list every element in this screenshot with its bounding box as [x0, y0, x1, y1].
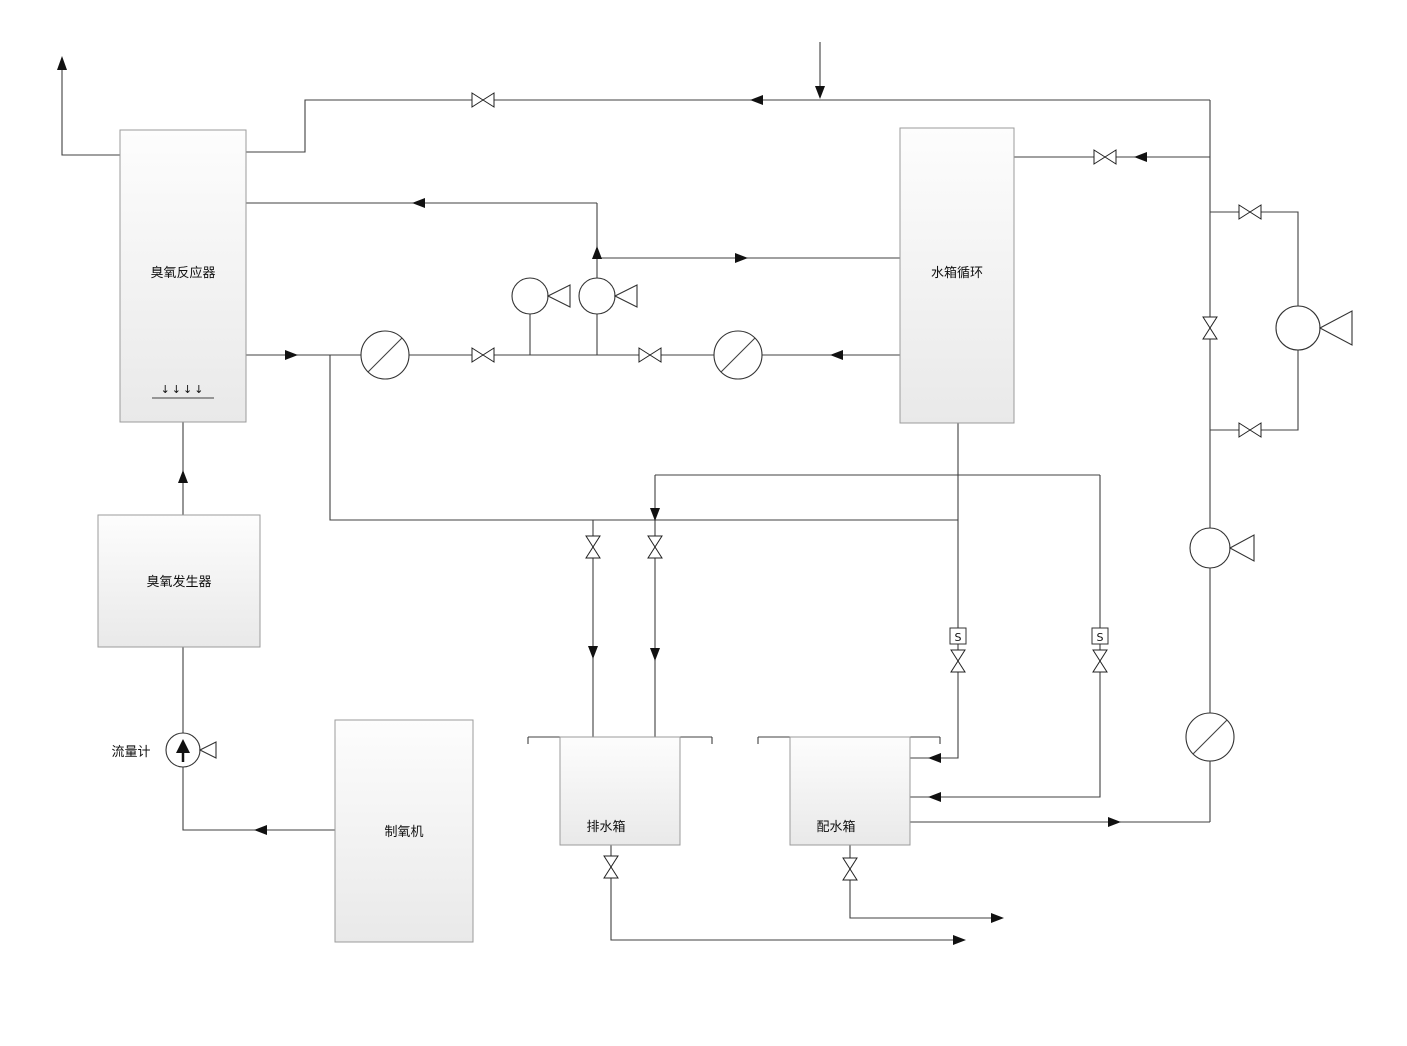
- drain-tank-label: 排水箱: [586, 819, 625, 835]
- ozone-generator-box[interactable]: [97, 514, 261, 648]
- pump-riser[interactable]: [1189, 527, 1255, 569]
- arrow-mid-feed-right: [735, 253, 748, 263]
- labels: 臭氧反应器 ↓↓↓↓ 水箱循环 臭氧发生器 制氧机 排水箱 配水箱 流量计 S …: [111, 265, 1103, 840]
- pump-riser-lower[interactable]: [1185, 712, 1235, 762]
- pipe-oxygen-to-flowmeter: [182, 767, 335, 831]
- pump-riser-body: [1189, 527, 1231, 569]
- valve-drain-feed-left[interactable]: [585, 535, 601, 559]
- oxygen-machine-label: 制氧机: [384, 825, 423, 840]
- pipe-disttank-feed-1: [910, 672, 959, 759]
- pipe-disttank-feed-2: [910, 672, 1101, 798]
- arrow-dist-out-right: [991, 913, 1004, 923]
- pump-tankloop-return-slash: [720, 337, 756, 373]
- valve-bypass-top[interactable]: [1238, 204, 1262, 220]
- water-tank-loop-label: 水箱循环: [931, 265, 983, 281]
- valve-reactor-outlet[interactable]: [471, 347, 495, 363]
- valves: [471, 92, 1262, 881]
- arrow-drainfeed-down-3: [588, 646, 598, 659]
- arrow-drainfeed-down-2: [650, 648, 660, 661]
- ozone-reactor-box[interactable]: [119, 129, 247, 423]
- pump-riser-lower-slash: [1192, 719, 1228, 755]
- distribution-tank-label: 配水箱: [816, 819, 855, 835]
- pump-reactor-outlet[interactable]: [360, 330, 410, 380]
- valve-top-header[interactable]: [471, 92, 495, 108]
- arrow-drainfeed-down-1: [650, 508, 660, 521]
- pump-bypass[interactable]: [1275, 305, 1353, 351]
- pump-riser-cone: [1228, 534, 1255, 562]
- pump-reactor-outlet-slash: [367, 337, 403, 373]
- arrow-ozone-up: [178, 470, 188, 483]
- arrow-circ-riser-up: [592, 246, 602, 259]
- pump-circ-2-cone: [613, 284, 638, 308]
- flow-meter-cone: [198, 741, 217, 759]
- flow-meter[interactable]: [165, 732, 217, 768]
- valve-drain-feed-right[interactable]: [647, 535, 663, 559]
- arrow-reactor-return-left: [412, 198, 425, 208]
- arrow-feed-down: [815, 86, 825, 99]
- flow-arrows: [57, 56, 1147, 945]
- equipment: [97, 127, 1015, 943]
- arrow-return-left: [830, 350, 843, 360]
- solenoid-actuator-2[interactable]: [1091, 627, 1109, 645]
- solenoid-valve-dist-1[interactable]: [950, 649, 966, 673]
- arrow-disttank-in-2: [928, 792, 941, 802]
- pump-bypass-body: [1275, 305, 1321, 351]
- pipe-draintank-outlet: [610, 845, 956, 941]
- arrow-disttank-in-1: [928, 753, 941, 763]
- arrow-to-riser-right: [1108, 817, 1121, 827]
- arrow-drain-out-right: [953, 935, 966, 945]
- water-tank-loop-box[interactable]: [899, 127, 1015, 424]
- flow-meter-arrow-icon: [176, 739, 190, 753]
- ozone-reactor-label: 臭氧反应器: [150, 265, 215, 281]
- pipe-reactor-top-to-header: [246, 99, 1210, 153]
- arrow-outlet-right: [285, 350, 298, 360]
- valve-tankloop-return[interactable]: [638, 347, 662, 363]
- ozone-generator-label: 臭氧发生器: [146, 574, 211, 590]
- pump-bypass-cone: [1318, 310, 1353, 346]
- pipe-outlet-branch-down: [329, 355, 958, 521]
- arrow-tankloop-inlet-left: [1134, 152, 1147, 162]
- solenoid-1-letter: S: [955, 631, 962, 644]
- distribution-tank-body[interactable]: [789, 736, 911, 846]
- valve-riser-main[interactable]: [1202, 316, 1218, 340]
- pipe-reactor-vent: [61, 70, 120, 156]
- arrow-oxygen-left: [254, 825, 267, 835]
- valve-drain-tank-outlet[interactable]: [603, 855, 619, 879]
- pump-circ-2[interactable]: [578, 277, 638, 315]
- pump-tankloop-return[interactable]: [713, 330, 763, 380]
- solenoid-actuator-1[interactable]: [949, 627, 967, 645]
- pumps: [165, 277, 1353, 768]
- valve-dist-tank-outlet[interactable]: [842, 857, 858, 881]
- diffuser-icon: ↓↓↓↓: [161, 383, 206, 396]
- valve-tankloop-inlet[interactable]: [1093, 149, 1117, 165]
- arrow-vent-up: [57, 56, 67, 70]
- flow-meter-label: 流量计: [111, 745, 150, 760]
- solenoid-valve-dist-2[interactable]: [1092, 649, 1108, 673]
- pipe-disttank-outlet: [849, 845, 992, 919]
- oxygen-machine-box[interactable]: [334, 719, 474, 943]
- pump-circ-1[interactable]: [511, 277, 571, 315]
- pump-circ-1-cone: [546, 284, 571, 308]
- valve-bypass-bottom[interactable]: [1238, 422, 1262, 438]
- pump-circ-2-body: [578, 277, 616, 315]
- solenoid-2-letter: S: [1097, 631, 1104, 644]
- drain-tank-body[interactable]: [559, 736, 681, 846]
- arrow-header-left: [750, 95, 763, 105]
- pump-circ-1-body: [511, 277, 549, 315]
